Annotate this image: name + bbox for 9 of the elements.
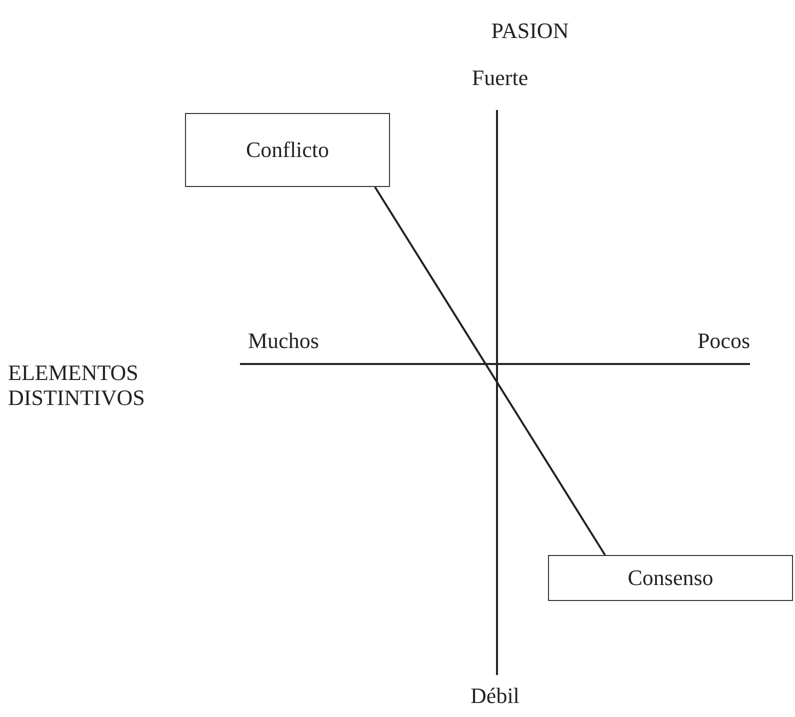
axis-end-label: Fuerte (470, 65, 530, 90)
axis-title: ELEMENTOS DISTINTIVOS (8, 360, 146, 411)
axis-end-label: Muchos (248, 328, 320, 354)
axis-end-label: Pocos (696, 328, 750, 354)
text-box: Conflicto (185, 113, 390, 187)
connector-line (374, 186, 606, 556)
axis-end-label: Débil (470, 683, 520, 708)
text-box: Consenso (548, 555, 793, 601)
axis-title: PASION (490, 18, 570, 44)
